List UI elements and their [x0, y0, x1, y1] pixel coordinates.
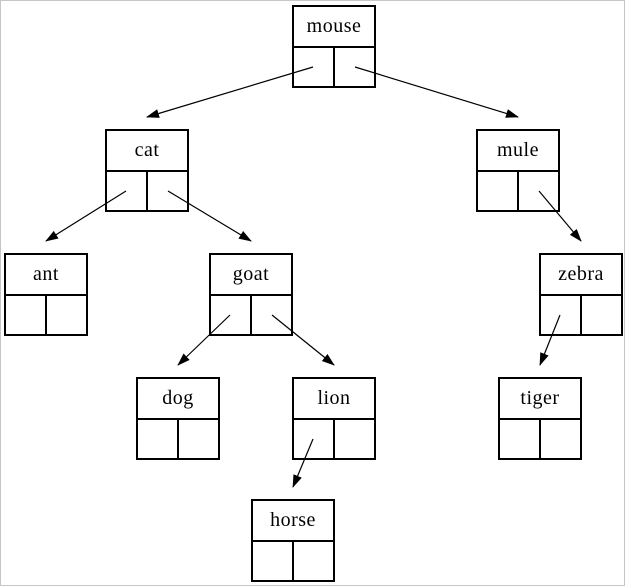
left-pointer-cell [107, 172, 148, 210]
tree-node-ant: ant [4, 253, 88, 336]
left-pointer-cell [478, 172, 519, 210]
right-pointer-cell [335, 48, 374, 86]
node-label: mouse [294, 7, 374, 48]
tree-node-zebra: zebra [539, 253, 623, 336]
tree-node-goat: goat [209, 253, 293, 336]
right-pointer-cell [148, 172, 187, 210]
right-pointer-cell [179, 420, 218, 458]
node-label: goat [211, 255, 291, 296]
pointer-cells [294, 48, 374, 86]
left-pointer-cell [211, 296, 252, 334]
pointer-cells [541, 296, 621, 334]
node-label: dog [138, 379, 218, 420]
pointer-cells [211, 296, 291, 334]
tree-node-lion: lion [292, 377, 376, 460]
node-label: lion [294, 379, 374, 420]
left-pointer-cell [500, 420, 541, 458]
tree-node-tiger: tiger [498, 377, 582, 460]
node-label: tiger [500, 379, 580, 420]
right-pointer-cell [519, 172, 558, 210]
tree-node-cat: cat [105, 129, 189, 212]
tree-node-mouse: mouse [292, 5, 376, 88]
left-pointer-cell [253, 542, 294, 580]
pointer-cells [138, 420, 218, 458]
right-pointer-cell [252, 296, 291, 334]
pointer-cells [294, 420, 374, 458]
edge-arrow-mouse-mule [354, 66, 519, 118]
tree-node-horse: horse [251, 499, 335, 582]
node-label: ant [6, 255, 86, 296]
pointer-cells [107, 172, 187, 210]
node-label: mule [478, 131, 558, 172]
node-label: cat [107, 131, 187, 172]
pointer-cells [478, 172, 558, 210]
right-pointer-cell [294, 542, 333, 580]
left-pointer-cell [294, 48, 335, 86]
node-label: horse [253, 501, 333, 542]
right-pointer-cell [47, 296, 86, 334]
tree-node-mule: mule [476, 129, 560, 212]
pointer-cells [6, 296, 86, 334]
right-pointer-cell [335, 420, 374, 458]
right-pointer-cell [541, 420, 580, 458]
tree-node-dog: dog [136, 377, 220, 460]
left-pointer-cell [294, 420, 335, 458]
pointer-cells [500, 420, 580, 458]
node-label: zebra [541, 255, 621, 296]
left-pointer-cell [138, 420, 179, 458]
left-pointer-cell [6, 296, 47, 334]
edge-arrow-mouse-cat [146, 66, 314, 118]
pointer-cells [253, 542, 333, 580]
right-pointer-cell [582, 296, 621, 334]
left-pointer-cell [541, 296, 582, 334]
